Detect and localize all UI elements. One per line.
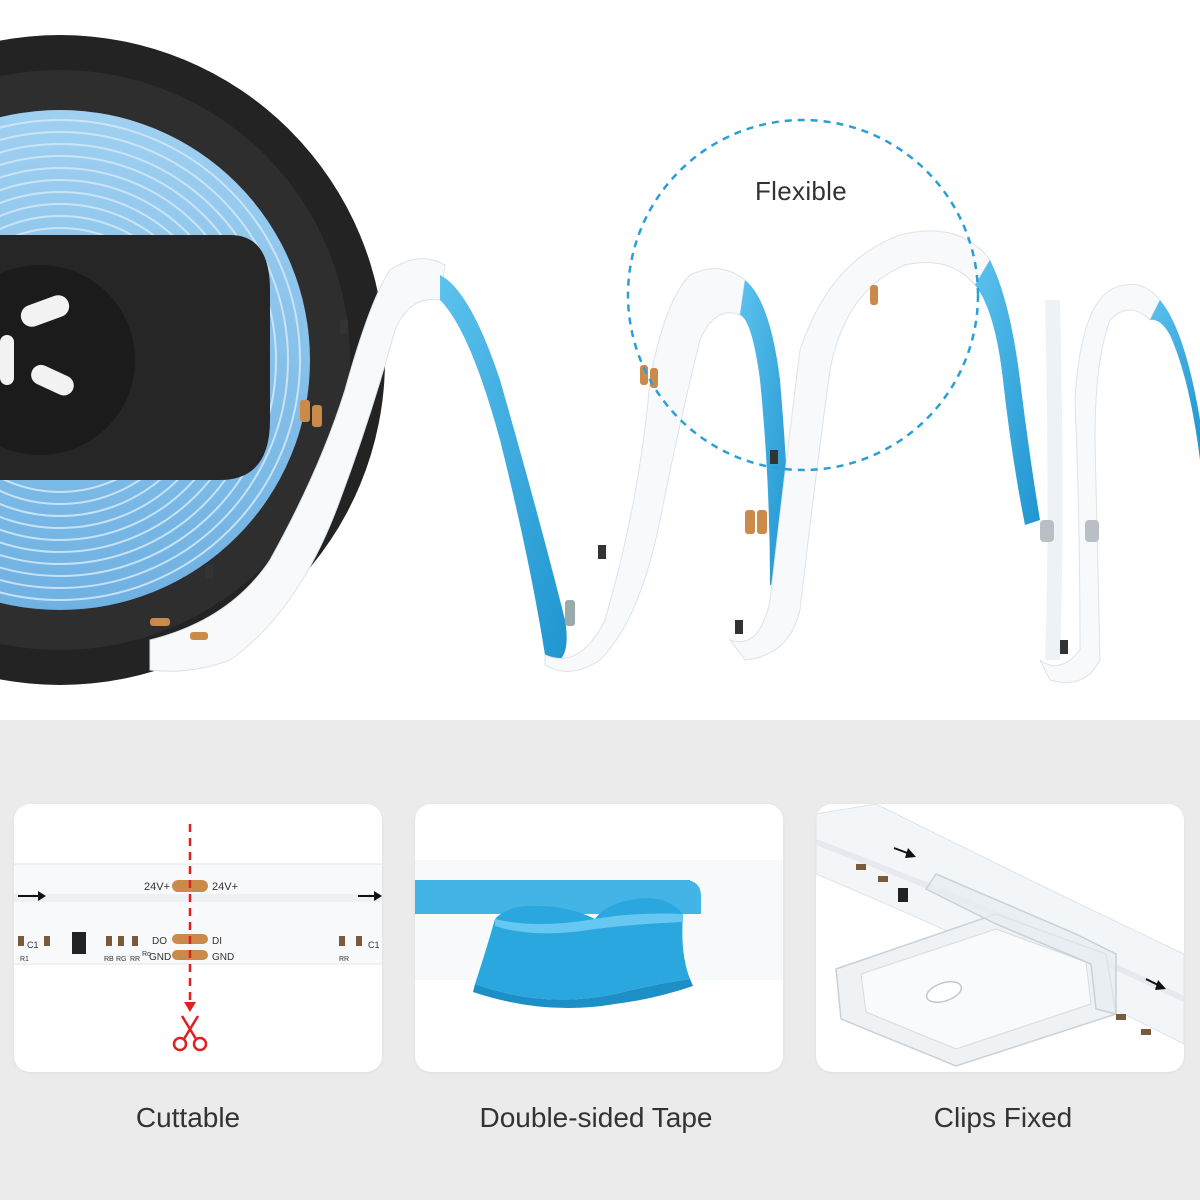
feature-card-double-sided-tape: [415, 804, 783, 1072]
caption-double-sided-tape: Double-sided Tape: [479, 1102, 713, 1133]
component-label-rg: RG: [116, 956, 127, 963]
component-label-ro: Ro: [142, 951, 151, 958]
scissors-icon: [172, 1015, 208, 1052]
component-label-rr: RR: [130, 956, 140, 963]
pad-label-24v-left: 24V+: [144, 881, 170, 893]
feature-panel: 24V+ 24V+ DO DI GND GND C1 R1 RB RG RR R…: [0, 720, 1200, 1200]
feature-card-clips-fixed: [816, 804, 1184, 1072]
arrow-right-icon: [893, 847, 916, 858]
pad-label-do: DO: [152, 936, 167, 947]
pad-label-24v-right: 24V+: [212, 881, 238, 893]
arrow-right-icon: [358, 891, 382, 901]
component-label-r1: R1: [20, 956, 29, 963]
component-label-rb: RB: [104, 956, 114, 963]
flexible-label: Flexible: [755, 176, 847, 206]
hero-section: Flexible: [0, 35, 1200, 685]
strip-segment-3: [728, 230, 1040, 661]
strip-segment-4: [1039, 283, 1200, 683]
strip-segment-2: [544, 268, 790, 672]
caption-cuttable: Cuttable: [135, 1102, 241, 1133]
tape-illustration: [415, 860, 783, 1008]
feature-card-cuttable: 24V+ 24V+ DO DI GND GND C1 R1 RB RG RR R…: [14, 804, 382, 1072]
pad-label-gnd-left: GND: [149, 952, 171, 963]
caption-clips-fixed: Clips Fixed: [933, 1102, 1073, 1133]
pad-label-gnd-right: GND: [212, 952, 234, 963]
component-label-c1: C1: [27, 940, 39, 950]
clips-illustration: [816, 804, 1184, 1067]
arrow-right-icon: [18, 891, 46, 901]
pad-label-di: DI: [212, 936, 222, 947]
cuttable-illustration: 24V+ 24V+ DO DI GND GND C1 R1 RB RG RR R…: [14, 824, 382, 1052]
flexible-highlight-circle: [626, 118, 980, 472]
component-label-c1-right: C1: [368, 940, 380, 950]
led-strip-illustration: [0, 35, 1200, 685]
strip-segment-1: [149, 258, 567, 672]
reel: [0, 35, 385, 685]
component-label-rr-right: RR: [339, 956, 349, 963]
arrow-right-icon: [1145, 978, 1166, 990]
